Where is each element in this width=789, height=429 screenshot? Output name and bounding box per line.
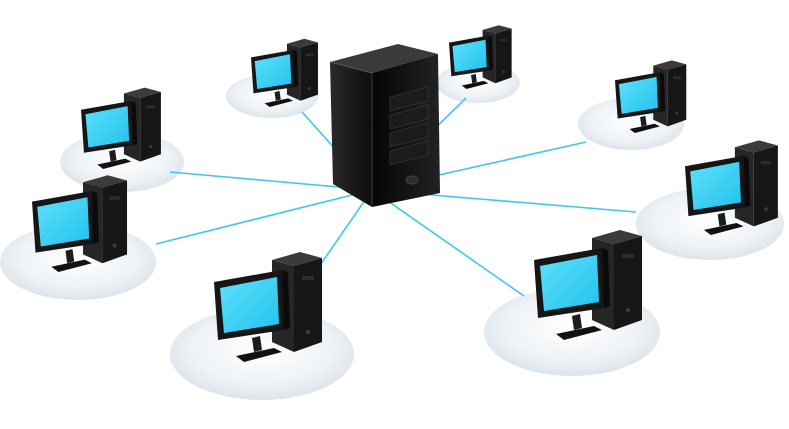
network-link <box>371 189 525 297</box>
network-link <box>155 189 373 245</box>
desktop-computer-icon <box>32 175 128 272</box>
server-tower-icon <box>329 44 440 207</box>
desktop-computer-icon <box>251 38 318 107</box>
desktop-computer-icon <box>534 230 642 340</box>
desktop-computer-icon <box>449 25 512 89</box>
workstation-nodes <box>32 25 778 362</box>
desktop-computer-icon <box>685 140 778 235</box>
desktop-computer-icon <box>214 252 322 362</box>
desktop-computer-icon <box>81 87 161 169</box>
desktop-computer-icon <box>615 60 687 133</box>
